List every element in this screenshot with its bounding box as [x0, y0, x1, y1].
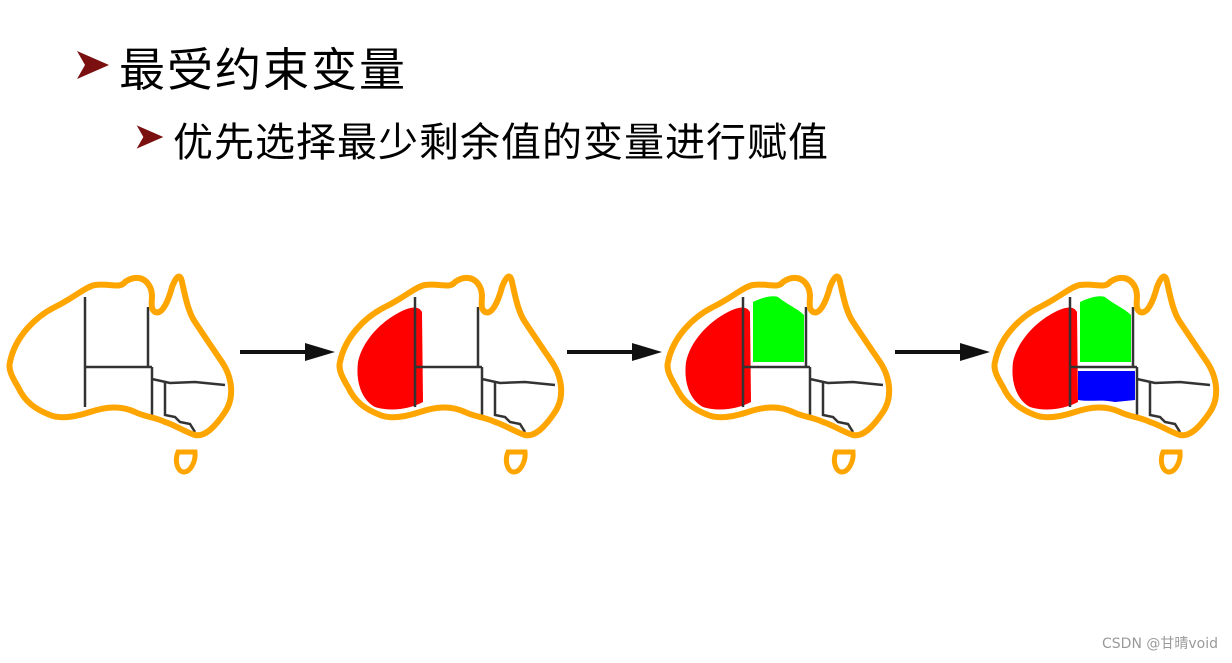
region-northern-fill [1080, 296, 1131, 362]
heading-text: 最受约束变量 [119, 43, 407, 97]
right-arrow-icon [895, 343, 990, 361]
state-borders [413, 295, 557, 434]
state-borders [83, 295, 227, 434]
region-northern-fill [753, 296, 804, 362]
coastline-outline [9, 277, 231, 472]
australia-map-3 [667, 277, 889, 472]
australia-map-4 [994, 277, 1216, 472]
subheading-text: 优先选择最少剩余值的变量进行赋值 [173, 120, 829, 166]
subheading-row: 优先选择最少剩余值的变量进行赋值 [135, 110, 829, 168]
australia-map-2 [339, 277, 561, 472]
map-coloring-sequence [0, 255, 1232, 475]
right-arrowhead-icon [75, 47, 111, 87]
watermark-text: CSDN @甘晴void [1102, 636, 1218, 652]
region-central-fill [1078, 371, 1135, 402]
right-arrow-icon [240, 343, 335, 361]
heading-row: 最受约束变量 [75, 34, 407, 100]
region-western-fill [685, 307, 751, 410]
region-western-fill [357, 307, 423, 410]
region-western-fill [1012, 307, 1078, 410]
australia-map-1 [9, 277, 231, 472]
right-arrowhead-icon [135, 122, 165, 156]
right-arrow-icon [567, 343, 662, 361]
